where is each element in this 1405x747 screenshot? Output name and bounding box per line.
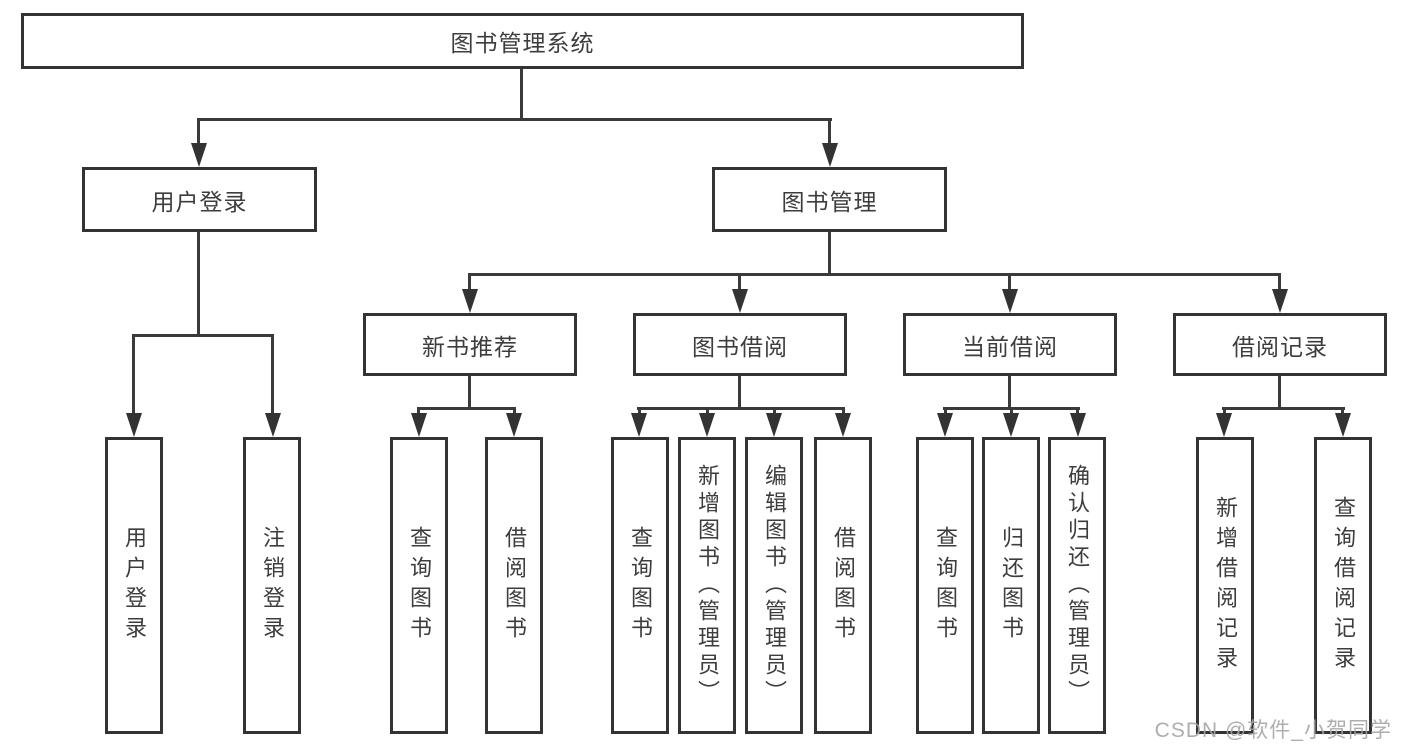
leaf-cb-confirm-return: 确认归还（管理员） — [1048, 437, 1106, 734]
arrow-down-icon — [462, 289, 478, 313]
connector-root-horizontal — [197, 118, 832, 121]
node-user-login-label: 用户登录 — [151, 188, 248, 215]
leaf-bb-edit-book-label: 编辑图书（管理员） — [762, 464, 787, 707]
node-new-book-recommend: 新书推荐 — [363, 313, 577, 376]
connector-records-stub — [1278, 376, 1281, 407]
leaf-br-add-record: 新增借阅记录 — [1196, 437, 1254, 734]
arrow-down-icon — [1002, 289, 1018, 313]
connector-bookmgmt-stub — [828, 232, 831, 273]
arrow-down-icon — [937, 413, 953, 437]
connector-rec-horizontal — [417, 407, 516, 410]
node-book-borrow: 图书借阅 — [633, 313, 847, 376]
connector-rec-stub — [468, 376, 471, 407]
arrow-down-icon — [411, 413, 427, 437]
leaf-cb-confirm-return-label: 确认归还（管理员） — [1065, 464, 1090, 707]
connector-current-stem-3 — [1076, 407, 1079, 413]
leaf-bb-add-book-label: 新增图书（管理员） — [695, 464, 720, 707]
arrow-down-icon — [732, 289, 748, 313]
leaf-bb-query-book: 查询图书 — [611, 437, 669, 734]
arrow-down-icon — [126, 413, 142, 437]
leaf-user-login: 用户登录 — [105, 437, 163, 734]
arrow-down-icon — [631, 413, 647, 437]
connector-bookmgmt-horizontal — [468, 273, 1281, 276]
connector-borrow-stub — [738, 376, 741, 407]
leaf-cb-query-book: 查询图书 — [916, 437, 974, 734]
leaf-br-add-record-label: 新增借阅记录 — [1213, 495, 1238, 676]
arrow-down-icon — [1070, 413, 1086, 437]
arrow-down-icon — [191, 143, 207, 167]
connector-bookmgmt-stem-2 — [738, 273, 741, 289]
arrow-down-icon — [835, 413, 851, 437]
leaf-br-query-record: 查询借阅记录 — [1314, 437, 1372, 734]
connector-current-stem-2 — [1010, 407, 1013, 413]
node-new-book-recommend-label: 新书推荐 — [422, 333, 518, 360]
connector-root-stub — [520, 69, 523, 118]
arrow-down-icon — [1272, 289, 1288, 313]
leaf-cb-return-book-label: 归还图书 — [999, 525, 1024, 646]
arrow-down-icon — [822, 143, 838, 167]
connector-userlogin-left-stem — [132, 334, 135, 413]
leaf-rec-borrow-book: 借阅图书 — [485, 437, 543, 734]
connector-root-left-stem — [197, 118, 200, 144]
connector-records-horizontal — [1222, 407, 1345, 410]
leaf-rec-borrow-book-label: 借阅图书 — [502, 525, 527, 646]
connector-userlogin-horizontal — [132, 334, 274, 337]
node-book-management: 图书管理 — [712, 167, 947, 232]
leaf-rec-query-book-label: 查询图书 — [407, 525, 432, 646]
connector-userlogin-stub — [197, 232, 200, 334]
connector-borrow-horizontal — [637, 407, 845, 410]
node-root: 图书管理系统 — [21, 13, 1024, 69]
node-book-borrow-label: 图书借阅 — [692, 333, 788, 360]
leaf-logout-label: 注销登录 — [260, 525, 285, 646]
connector-borrow-stem-3 — [773, 407, 776, 413]
connector-borrow-stem-2 — [706, 407, 709, 413]
connector-bookmgmt-stem-3 — [1008, 273, 1011, 289]
arrow-down-icon — [699, 413, 715, 437]
leaf-rec-query-book: 查询图书 — [390, 437, 448, 734]
connector-current-stub — [1008, 376, 1011, 407]
connector-userlogin-right-stem — [271, 334, 274, 413]
connector-records-stem-1 — [1223, 407, 1226, 413]
leaf-cb-return-book: 归还图书 — [982, 437, 1040, 734]
connector-borrow-stem-4 — [842, 407, 845, 413]
connector-root-right-stem — [828, 118, 831, 144]
connector-bookmgmt-stem-1 — [468, 273, 471, 289]
leaf-bb-borrow-book: 借阅图书 — [814, 437, 872, 734]
arrow-down-icon — [766, 413, 782, 437]
connector-borrow-stem-1 — [638, 407, 641, 413]
node-book-management-label: 图书管理 — [781, 188, 878, 215]
node-borrow-records-label: 借阅记录 — [1232, 333, 1328, 360]
leaf-logout: 注销登录 — [243, 437, 301, 734]
arrow-down-icon — [1335, 413, 1351, 437]
leaf-bb-edit-book: 编辑图书（管理员） — [745, 437, 803, 734]
arrow-down-icon — [265, 413, 281, 437]
leaf-bb-query-book-label: 查询图书 — [628, 525, 653, 646]
connector-bookmgmt-stem-4 — [1278, 273, 1281, 289]
node-current-borrow-label: 当前借阅 — [962, 333, 1058, 360]
leaf-cb-query-book-label: 查询图书 — [933, 525, 958, 646]
connector-records-stem-2 — [1341, 407, 1344, 413]
connector-rec-stem-2 — [513, 407, 516, 413]
node-current-borrow: 当前借阅 — [903, 313, 1117, 376]
leaf-user-login-label: 用户登录 — [122, 525, 147, 646]
csdn-watermark: CSDN @软件_小贺同学 — [1154, 719, 1392, 742]
node-root-label: 图书管理系统 — [450, 30, 595, 56]
arrow-down-icon — [1216, 413, 1232, 437]
arrow-down-icon — [1003, 413, 1019, 437]
leaf-bb-borrow-book-label: 借阅图书 — [831, 525, 856, 646]
leaf-br-query-record-label: 查询借阅记录 — [1331, 495, 1356, 676]
connector-rec-stem-1 — [417, 407, 420, 413]
connector-current-stem-1 — [944, 407, 947, 413]
node-user-login: 用户登录 — [82, 167, 317, 232]
node-borrow-records: 借阅记录 — [1173, 313, 1387, 376]
leaf-bb-add-book: 新增图书（管理员） — [678, 437, 736, 734]
arrow-down-icon — [506, 413, 522, 437]
